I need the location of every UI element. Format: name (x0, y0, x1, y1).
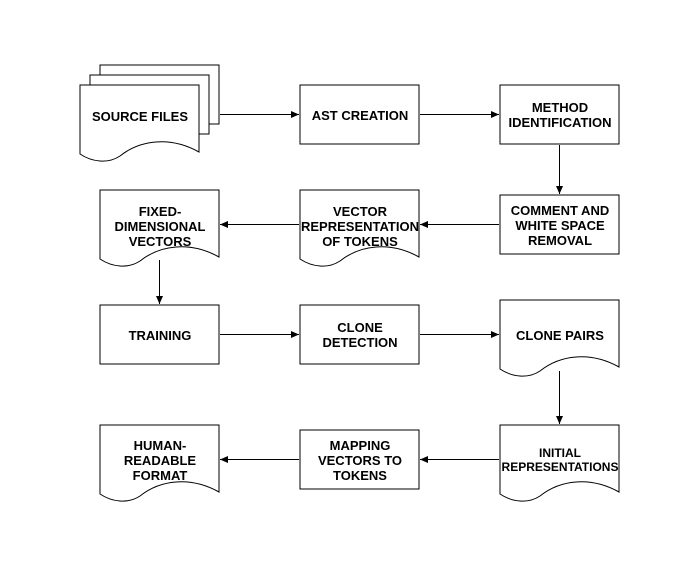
node-source-files-label: SOURCE FILES (91, 108, 189, 124)
node-initial-representations-shape (499, 424, 620, 502)
node-method-identification-label: METHOD IDENTIFICATION (508, 100, 612, 130)
node-clone-detection-shape (299, 304, 420, 365)
node-mapping-vectors-shape (299, 429, 420, 490)
node-human-readable-label: HUMAN- READABLE FORMAT (123, 437, 197, 483)
node-clone-detection-label: CLONE DETECTION (322, 320, 398, 350)
node-source-files-shape (79, 64, 220, 162)
node-mapping-vectors-label: MAPPING VECTORS TO TOKENS (317, 437, 403, 483)
node-training-label: TRAINING (128, 327, 192, 343)
node-training-shape (99, 304, 220, 365)
node-vector-representation-label: VECTOR REPRESENTATION OF TOKENS (301, 203, 419, 249)
node-initial-representations-label: INITIAL REPRESENTATIONS (501, 446, 619, 474)
node-comment-removal-label: COMMENT AND WHITE SPACE REMOVAL (510, 202, 610, 248)
node-clone-pairs-label: CLONE PAIRS (516, 327, 604, 343)
node-clone-pairs-shape (499, 299, 620, 377)
node-vector-representation-shape (299, 189, 420, 267)
node-comment-removal-shape (499, 194, 620, 255)
node-human-readable-shape (99, 424, 220, 502)
node-ast-creation-label: AST CREATION (311, 107, 409, 123)
node-ast-creation-shape (299, 84, 420, 145)
node-fixed-vectors-label: FIXED- DIMENSIONAL VECTORS (114, 203, 206, 249)
node-fixed-vectors-shape (99, 189, 220, 267)
node-method-identification-shape (499, 84, 620, 145)
